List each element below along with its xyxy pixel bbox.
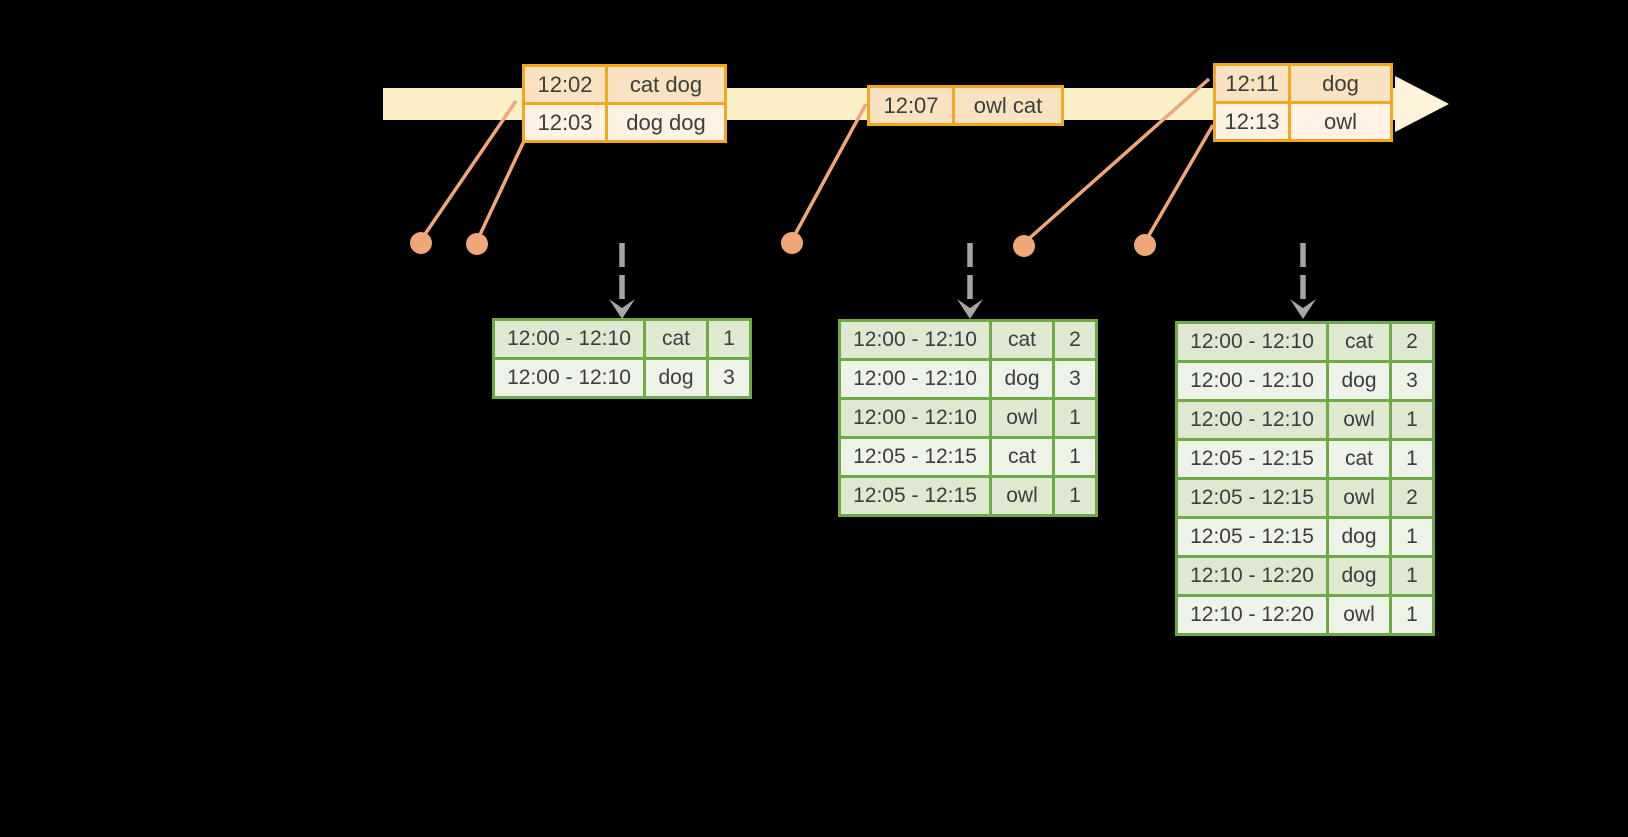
table-cell: dog bbox=[1291, 66, 1390, 101]
event-dot-icon bbox=[781, 232, 803, 254]
table-cell: 3 bbox=[1392, 363, 1432, 399]
table-cell: 12:02 bbox=[525, 67, 605, 102]
table-cell: 1 bbox=[1392, 519, 1432, 555]
table-cell: 1 bbox=[1392, 402, 1432, 438]
table-cell: cat dog bbox=[608, 67, 724, 102]
table-cell: cat bbox=[992, 439, 1052, 475]
table-cell: 12:00 - 12:10 bbox=[1178, 402, 1326, 438]
event-dot-icon bbox=[410, 232, 432, 254]
table-cell: 12:00 - 12:10 bbox=[495, 360, 643, 396]
table-cell: 12:05 - 12:15 bbox=[1178, 441, 1326, 477]
table-cell: 12:00 - 12:10 bbox=[495, 321, 643, 357]
trigger-arrow-icon bbox=[1290, 243, 1316, 319]
table-cell: 12:00 - 12:10 bbox=[841, 400, 989, 436]
table-cell: 12:00 - 12:10 bbox=[1178, 324, 1326, 360]
connector-line bbox=[1143, 124, 1215, 243]
table-cell: 12:00 - 12:10 bbox=[1178, 363, 1326, 399]
table-cell: 12:11 bbox=[1216, 66, 1288, 101]
table-cell: owl bbox=[992, 478, 1052, 514]
table-cell: 1 bbox=[1055, 400, 1095, 436]
table-cell: 1 bbox=[1055, 478, 1095, 514]
table-cell: 12:10 - 12:20 bbox=[1178, 558, 1326, 594]
connector-line bbox=[419, 100, 518, 241]
table-cell: 1 bbox=[1392, 597, 1432, 633]
table-cell: owl bbox=[1291, 104, 1390, 139]
table-cell: 12:00 - 12:10 bbox=[841, 361, 989, 397]
table-cell: 3 bbox=[1055, 361, 1095, 397]
event-dot-icon bbox=[1013, 235, 1035, 257]
table-cell: cat bbox=[1329, 324, 1389, 360]
table-cell: 12:05 - 12:15 bbox=[1178, 480, 1326, 516]
event-dot-icon bbox=[466, 233, 488, 255]
table-cell: cat bbox=[1329, 441, 1389, 477]
table-cell: owl bbox=[1329, 480, 1389, 516]
table-cell: 3 bbox=[709, 360, 749, 396]
table-cell: owl cat bbox=[955, 88, 1061, 123]
table-cell: 1 bbox=[709, 321, 749, 357]
table-cell: 2 bbox=[1055, 322, 1095, 358]
table-cell: dog bbox=[1329, 363, 1389, 399]
table-cell: dog bbox=[992, 361, 1052, 397]
table-cell: 2 bbox=[1392, 324, 1432, 360]
table-cell: 2 bbox=[1392, 480, 1432, 516]
table-cell: 12:13 bbox=[1216, 104, 1288, 139]
table-cell: 12:07 bbox=[870, 88, 952, 123]
table-cell: owl bbox=[1329, 597, 1389, 633]
table-cell: cat bbox=[646, 321, 706, 357]
table-cell: dog bbox=[1329, 519, 1389, 555]
timeline-arrowhead-icon bbox=[1395, 76, 1449, 132]
table-cell: 1 bbox=[1392, 558, 1432, 594]
trigger-arrow-icon bbox=[957, 243, 983, 319]
table-cell: cat bbox=[992, 322, 1052, 358]
table-cell: 1 bbox=[1392, 441, 1432, 477]
table-cell: 12:05 - 12:15 bbox=[841, 439, 989, 475]
trigger-arrow-icon bbox=[609, 243, 635, 319]
table-cell: owl bbox=[1329, 402, 1389, 438]
connector-line bbox=[790, 103, 868, 241]
table-cell: dog bbox=[1329, 558, 1389, 594]
table-cell: 12:05 - 12:15 bbox=[841, 478, 989, 514]
event-dot-icon bbox=[1134, 234, 1156, 256]
table-cell: 12:10 - 12:20 bbox=[1178, 597, 1326, 633]
table-cell: owl bbox=[992, 400, 1052, 436]
table-cell: 12:00 - 12:10 bbox=[841, 322, 989, 358]
connector-line bbox=[1022, 77, 1211, 245]
table-cell: 12:03 bbox=[525, 105, 605, 140]
table-cell: 1 bbox=[1055, 439, 1095, 475]
table-cell: dog bbox=[646, 360, 706, 396]
table-cell: dog dog bbox=[608, 105, 724, 140]
table-cell: 12:05 - 12:15 bbox=[1178, 519, 1326, 555]
connector-line bbox=[475, 140, 526, 242]
